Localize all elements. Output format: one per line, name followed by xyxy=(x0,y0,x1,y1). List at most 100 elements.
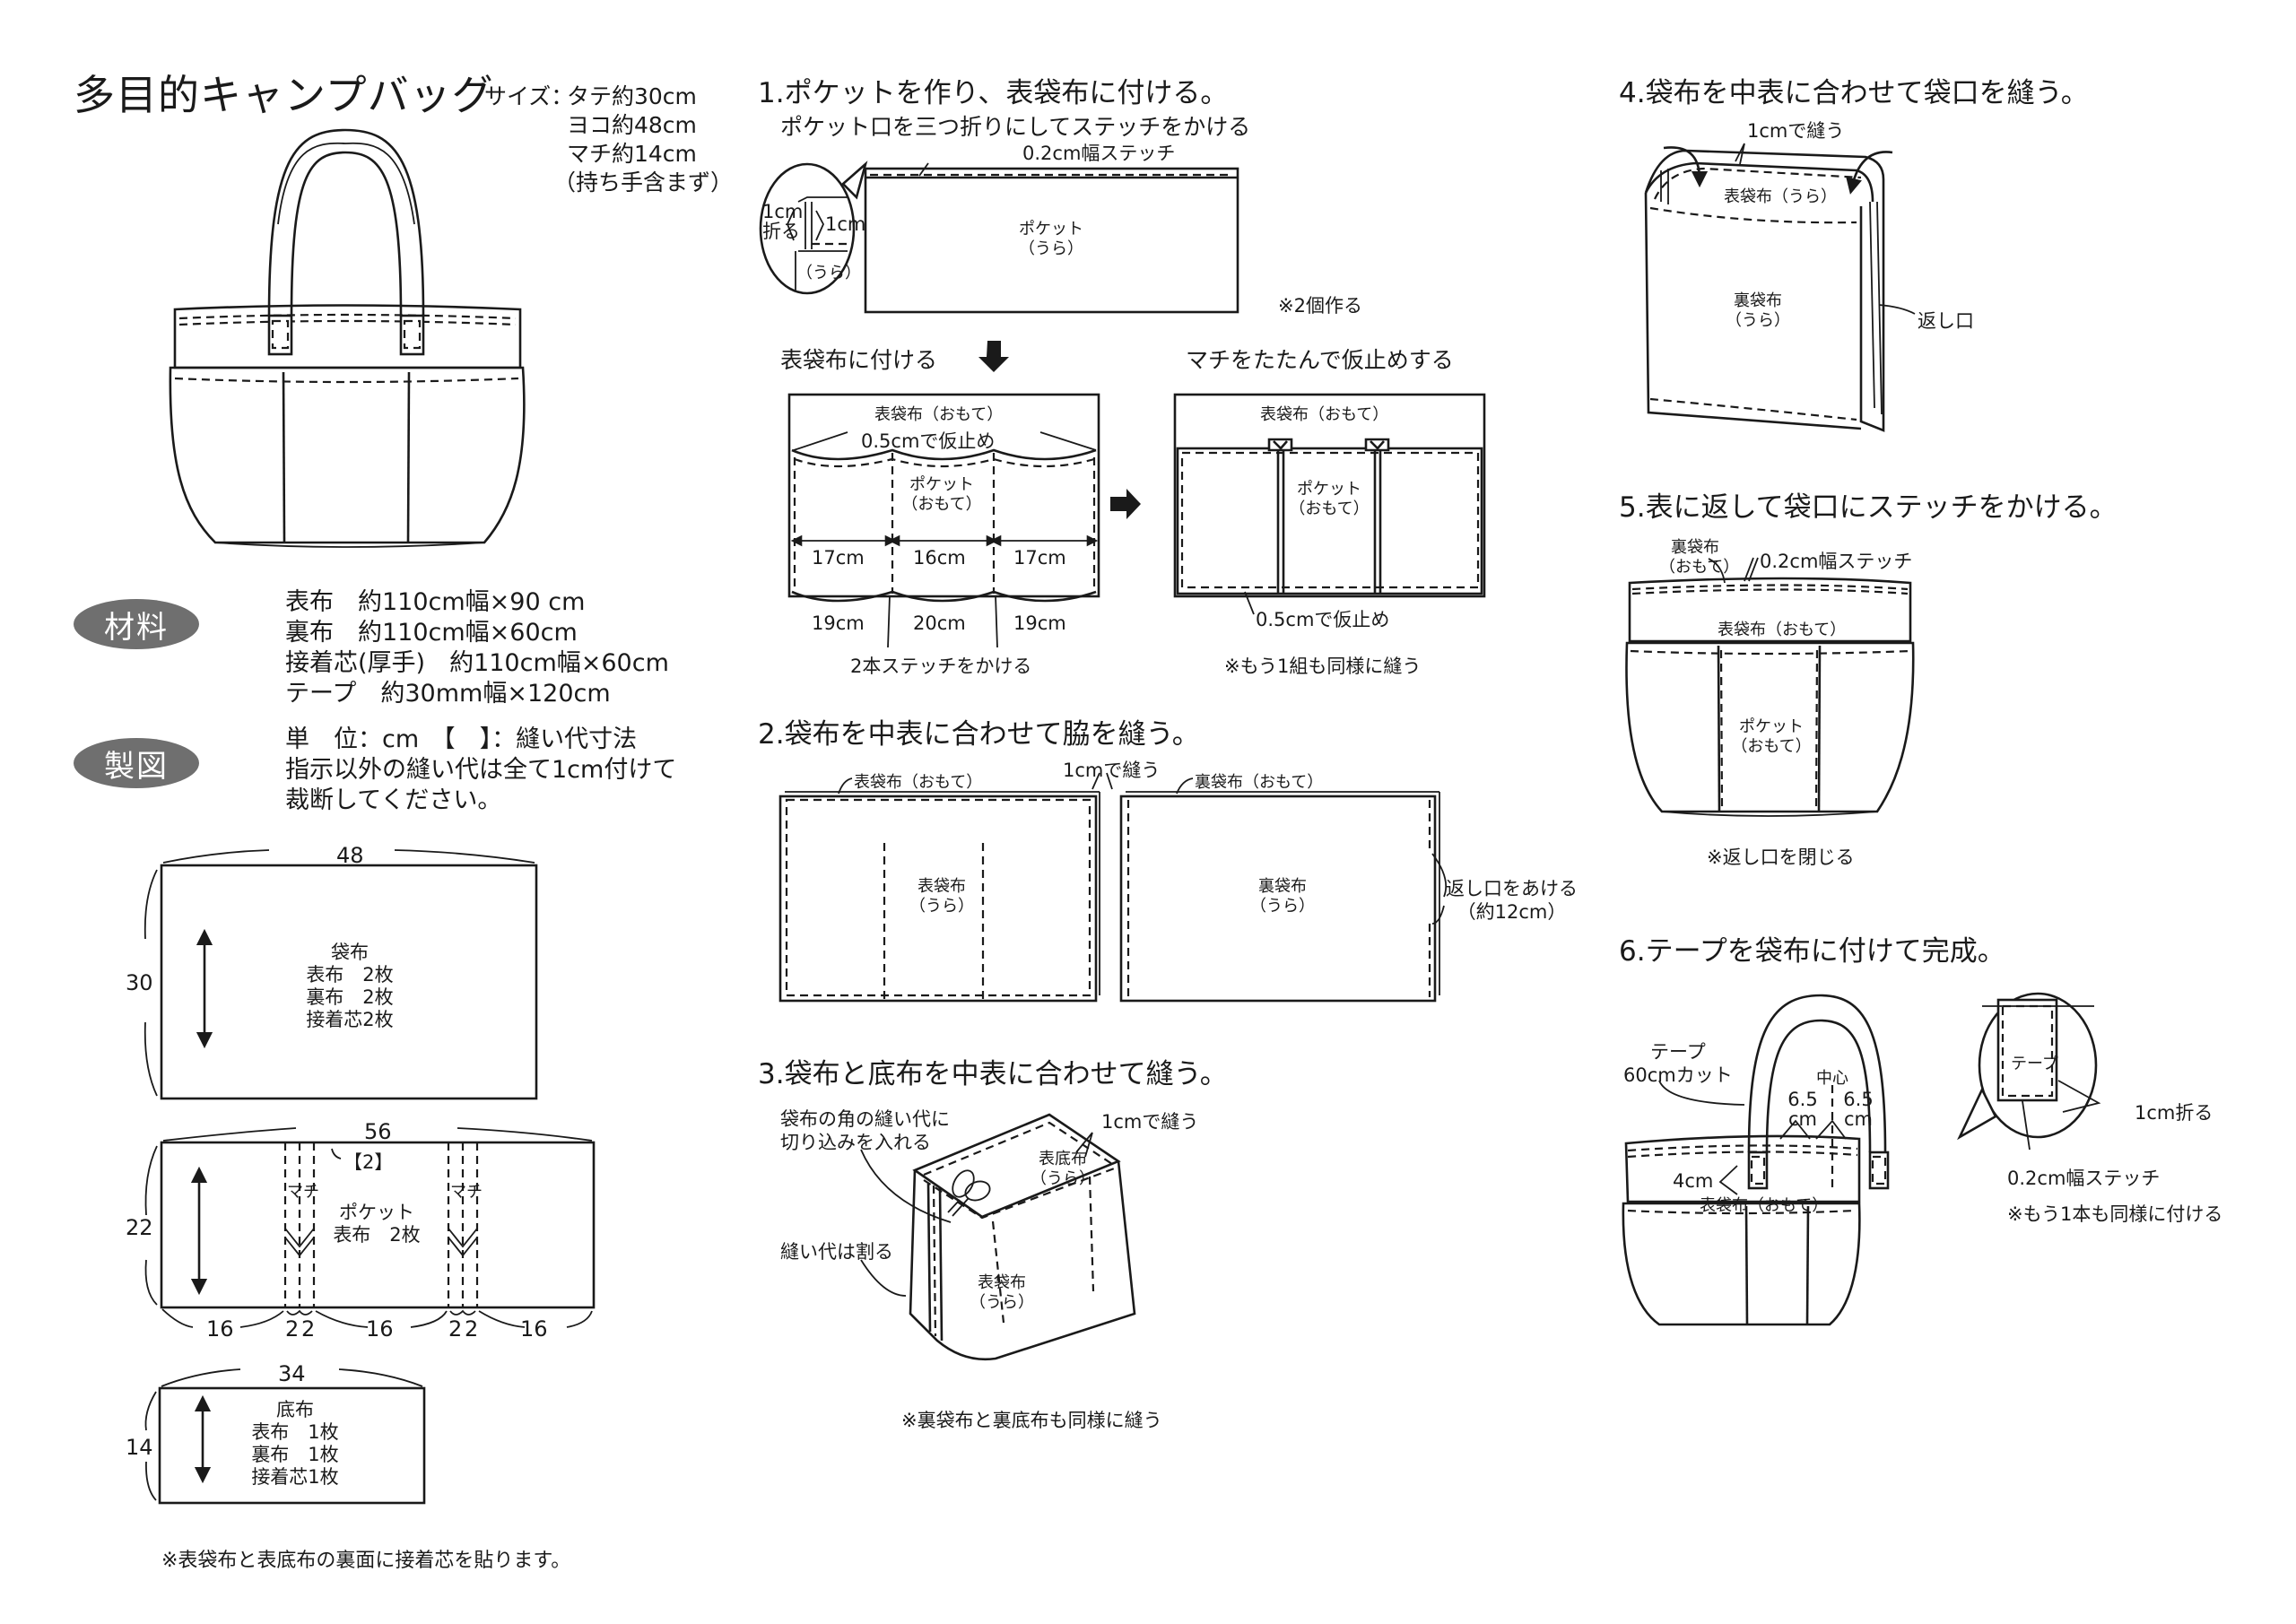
step5-pocket-label: ポケット （おもて） xyxy=(1726,717,1816,757)
body-side: （うら） xyxy=(970,1293,1034,1312)
size-note: （持ち手含まず） xyxy=(553,169,734,195)
step6-fold-label: 1cm折る xyxy=(2135,1102,2213,1124)
step4-opening-label: 返し口 xyxy=(1918,310,1974,332)
gusset-label-left: マチ xyxy=(287,1183,319,1202)
pocket-dim-7: 16 xyxy=(520,1316,548,1342)
body-piece-count: 表布 2枚 xyxy=(306,964,394,986)
pocket-piece-count: 表布 2枚 xyxy=(333,1224,421,1246)
step2-heading: 2.袋布を中表に合わせて脇を縫う。 xyxy=(758,718,1200,751)
panel-b-baste-label: 0.5cmで仮止め xyxy=(1256,609,1390,630)
pocket-height-dim: 22 xyxy=(126,1215,153,1240)
panel-a-inner-dim-3: 17cm xyxy=(1013,547,1066,569)
panel-a-inner-dim-2: 16cm xyxy=(913,547,966,569)
scissors-icon xyxy=(947,1169,991,1217)
lining-side: （おもて） xyxy=(1659,558,1740,577)
panel-a-note: 2本ステッチをかける xyxy=(850,656,1032,677)
body-name: 表袋布 xyxy=(978,1273,1026,1292)
step1-subheading: ポケット口を三つ折りにしてステッチをかける xyxy=(780,114,1251,140)
step4-inner-label: 表袋布（うら） xyxy=(1724,187,1837,206)
step6-center-label: 中心 xyxy=(1816,1069,1848,1088)
step3-bottom-label: 表底布 （うら） xyxy=(1022,1150,1103,1189)
fold-action: 折る xyxy=(762,221,800,242)
panel-a-baste-label: 0.5cmで仮止め xyxy=(861,430,996,452)
pocket-name: ポケット xyxy=(1019,220,1083,239)
panel-a-outer-dim-1: 19cm xyxy=(812,612,865,634)
step1-fold-gusset-label: マチをたたんで仮止めする xyxy=(1186,347,1454,373)
step3-note: ※裏袋布と裏底布も同様に縫う xyxy=(901,1410,1162,1431)
step1-heading: 1.ポケットを作り、表袋布に付ける。 xyxy=(758,77,1229,109)
pattern-notes: 単 位：cm 【 】：縫い代寸法 指示以外の縫い代は全て1cm付けて 裁断してく… xyxy=(285,725,676,816)
step6-note: ※もう1本も同様に付ける xyxy=(2007,1203,2223,1225)
body-piece-label: 袋布 表布 2枚 裏布 2枚 接着芯2枚 xyxy=(278,942,422,1031)
outer-name: 裏袋布 xyxy=(1734,291,1782,310)
opening-text: 返し口をあける xyxy=(1446,878,1578,899)
body-width-dim: 48 xyxy=(336,843,364,868)
bottom-side: （うら） xyxy=(1031,1169,1095,1188)
materials-badge-label: 材料 xyxy=(104,609,169,646)
step1-pocket-drawing xyxy=(759,161,1239,314)
down-arrow-icon xyxy=(978,341,1009,372)
material-item: テープ 約30mm幅×120cm xyxy=(285,680,611,708)
pocket-side: （うら） xyxy=(1019,239,1083,258)
pocket-dim-4: 16 xyxy=(366,1316,394,1342)
step2-right-label: 裏袋布 （うら） xyxy=(1238,877,1327,916)
step6-body-label: 表袋布（おもて） xyxy=(1700,1196,1829,1215)
size-gusset: マチ約14cm xyxy=(567,141,697,167)
tape-length: 60cmカット xyxy=(1623,1064,1733,1086)
panel-b-note: ※もう1組も同様に縫う xyxy=(1224,656,1422,677)
pocket-side: （おもて） xyxy=(1731,737,1812,756)
pocket-dim-6: 2 xyxy=(465,1316,479,1342)
step5-body-label: 表袋布（おもて） xyxy=(1718,621,1847,639)
lining-name: 裏袋布 xyxy=(1671,538,1719,557)
step4-heading: 4.袋布を中表に合わせて袋口を縫う。 xyxy=(1619,77,2089,109)
pocket-seam-allowance: 【2】 xyxy=(344,1151,394,1173)
step1-fold-label: 1cm 折る xyxy=(762,202,803,241)
step6-detail-tape: テープ xyxy=(2011,1055,2058,1073)
tape-name: テープ xyxy=(1649,1041,1706,1063)
size-label: サイズ： xyxy=(484,83,574,109)
gusset-label-right: マチ xyxy=(450,1183,483,1202)
material-item: 表布 約110cm幅×90 cm xyxy=(285,588,586,616)
pocket-dim-2: 2 xyxy=(285,1316,300,1342)
pocket-name: ポケット xyxy=(909,475,974,494)
bottom-piece-count: 表布 1枚 xyxy=(251,1421,339,1443)
pattern-note: 裁断してください。 xyxy=(285,786,502,814)
panel-a-pocket-label: ポケット （おもて） xyxy=(897,475,987,515)
materials-badge: 材料 xyxy=(74,599,199,649)
size-height: タテ約30cm xyxy=(567,83,697,109)
step2-opening-label: 返し口をあける （約12cm） xyxy=(1446,877,1578,924)
notch-line-2: 切り込みを入れる xyxy=(780,1132,931,1153)
step3-heading: 3.袋布と底布を中表に合わせて縫う。 xyxy=(758,1058,1228,1090)
body-piece-name: 袋布 xyxy=(331,942,369,963)
step1-panel-fold xyxy=(1173,393,1486,615)
fold-width: 1cm xyxy=(762,201,804,222)
step6-stitch-label: 0.2cm幅ステッチ xyxy=(2007,1168,2161,1189)
bottom-piece-count: 接着芯1枚 xyxy=(251,1466,339,1488)
pocket-side: （おもて） xyxy=(1289,499,1370,518)
pocket-side: （おもて） xyxy=(901,495,982,514)
bottom-piece-name: 底布 xyxy=(276,1399,314,1420)
step2-left-label: 表袋布 （うら） xyxy=(897,877,987,916)
panel-side: （うら） xyxy=(909,897,974,916)
step3-body-label: 表袋布 （うら） xyxy=(961,1273,1042,1313)
materials-list: 表布 約110cm幅×90 cm 裏布 約110cm幅×60cm 接着芯(厚手)… xyxy=(285,587,669,709)
body-piece-count: 接着芯2枚 xyxy=(306,1009,394,1030)
outer-side: （うら） xyxy=(1726,311,1790,330)
step1-inset-side: （うら） xyxy=(796,264,861,282)
pocket-width-dim: 56 xyxy=(364,1119,392,1144)
step6-drawing xyxy=(1622,992,2101,1326)
step5-lining-label: 裏袋布 （おもて） xyxy=(1659,538,1740,578)
pocket-dim-5: 2 xyxy=(448,1316,463,1342)
pocket-piece-label: ポケット 表布 2枚 xyxy=(323,1202,430,1246)
offset-value: 6.5 xyxy=(1787,1089,1818,1110)
step4-outer-label: 裏袋布 （うら） xyxy=(1713,291,1803,331)
step6-depth-label: 4cm xyxy=(1673,1170,1714,1192)
step2-left-top: 表袋布（おもて） xyxy=(854,773,983,792)
material-item: 接着芯(厚手) 約110cm幅×60cm xyxy=(285,649,669,677)
right-arrow-icon xyxy=(1110,489,1141,519)
step3-sew-label: 1cmで縫う xyxy=(1101,1111,1199,1133)
interfacing-note: ※表袋布と表底布の裏面に接着芯を貼ります。 xyxy=(161,1550,571,1572)
bottom-piece-label: 底布 表布 1枚 裏布 1枚 接着芯1枚 xyxy=(237,1399,353,1489)
pocket-dim-3: 2 xyxy=(301,1316,316,1342)
